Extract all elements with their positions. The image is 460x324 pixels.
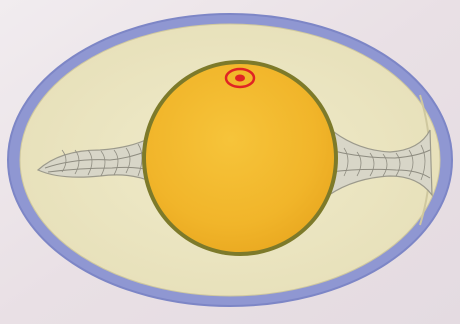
germinal-disc [226,69,254,87]
yolk [146,64,334,252]
